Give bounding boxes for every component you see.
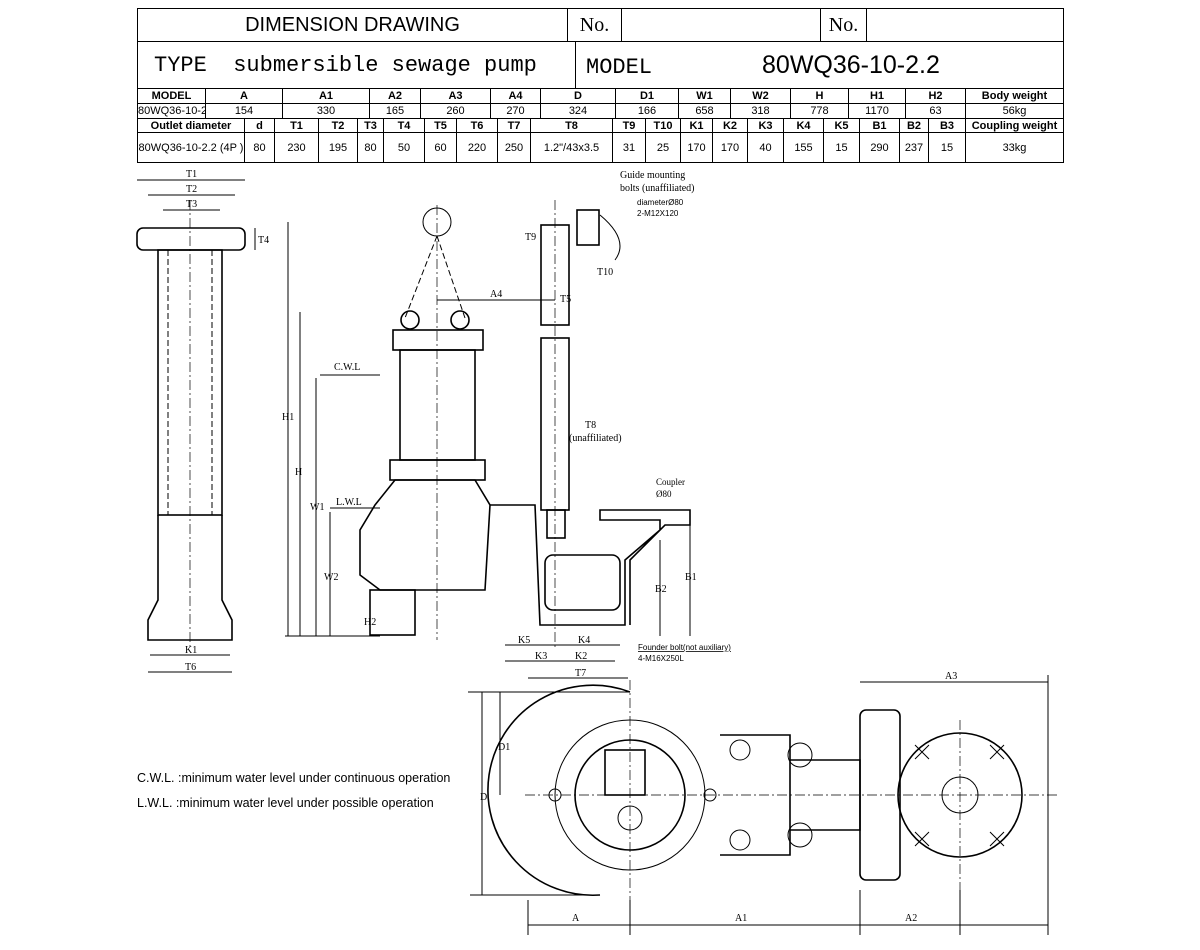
dim-label: T4 — [258, 235, 269, 246]
dim-label: T2 — [186, 184, 197, 195]
model-label: MODEL — [586, 54, 653, 80]
table-cell: 15 — [823, 132, 860, 163]
table-cell: 25 — [645, 132, 681, 163]
founder-note: 4-M16X250L — [638, 654, 684, 663]
dim-label: H1 — [282, 412, 294, 423]
dim-label: A2 — [905, 913, 917, 924]
dim-label: T5 — [560, 294, 571, 305]
side-view: T1 T2 T3 T4 K1 T6 — [136, 169, 269, 673]
table-cell: 1.2"/43x3.5 — [530, 132, 613, 163]
table-cell: 237 — [899, 132, 929, 163]
plan-view: D D1 A A1 A2 A3 — [468, 671, 1060, 935]
founder-note: Founder bolt(not auxiliary) — [638, 643, 731, 652]
no-label: No. — [567, 8, 622, 42]
dim-label: T3 — [186, 199, 197, 210]
column-header: Outlet diameter — [137, 118, 245, 133]
front-view: H1 H W1 W2 H2 C.W.L L.W.L A4 T5 T9 T10 T… — [282, 170, 731, 679]
column-header: B2 — [899, 118, 929, 133]
dim-label: T6 — [185, 662, 196, 673]
dim-label: T10 — [597, 267, 613, 278]
guide-note: Guide mounting — [620, 170, 685, 181]
column-header: Body weight — [965, 88, 1064, 104]
table-cell: 80 — [357, 132, 384, 163]
column-header: T7 — [497, 118, 531, 133]
guide-note: 2-M12X120 — [637, 209, 679, 218]
dim-label: T8 — [585, 420, 596, 431]
dim-label: W2 — [324, 572, 338, 583]
no-label: No. — [820, 8, 867, 42]
model-value: 80WQ36-10-2.2 — [762, 50, 940, 79]
dim-label: A — [572, 913, 580, 924]
table-cell: 31 — [612, 132, 646, 163]
dim-label: A1 — [735, 913, 747, 924]
cwl-label: C.W.L — [334, 362, 360, 373]
table-cell: 80 — [244, 132, 275, 163]
type-value: submersible sewage pump — [233, 52, 537, 78]
dim-label: K5 — [518, 635, 530, 646]
table-cell: 290 — [859, 132, 900, 163]
dim-label: A3 — [945, 671, 957, 682]
dim-label: K2 — [575, 651, 587, 662]
table-cell: 80WQ36-10-2.2 (4P ) — [137, 132, 245, 163]
table-cell: 195 — [318, 132, 358, 163]
table-row: 80WQ36-10-2.2(4P)15433016526027032416665… — [137, 103, 1064, 119]
dim-label: T9 — [525, 232, 536, 243]
table-cell: 33kg — [965, 132, 1064, 163]
table-cell: 250 — [497, 132, 531, 163]
dim-label: A4 — [490, 289, 502, 300]
dim-label: D1 — [498, 742, 510, 753]
type-label: TYPE — [154, 52, 207, 78]
dim-label: H — [295, 467, 302, 478]
lwl-note: L.W.L. :minimum water level under possib… — [137, 796, 434, 810]
dim-label: K1 — [185, 645, 197, 656]
column-header: K3 — [747, 118, 784, 133]
title-row: DIMENSION DRAWING No. No. — [137, 8, 1064, 42]
cwl-note: C.W.L. :minimum water level under contin… — [137, 771, 451, 785]
dim-label: W1 — [310, 502, 324, 513]
column-header: B1 — [859, 118, 900, 133]
drawing-title: DIMENSION DRAWING — [137, 8, 568, 42]
coupler-note: Coupler — [656, 477, 685, 487]
column-header: T1 — [274, 118, 319, 133]
dim-label: T1 — [186, 169, 197, 180]
guide-note: bolts (unaffiliated) — [620, 183, 695, 194]
guide-note: diameterØ80 — [637, 198, 684, 207]
dim-label: T7 — [575, 668, 586, 679]
dim-label: K4 — [578, 635, 590, 646]
coupler-note: Ø80 — [656, 489, 672, 499]
table-cell: 50 — [383, 132, 425, 163]
dim-label: B2 — [655, 584, 667, 595]
dim-label: D — [480, 792, 487, 803]
lwl-label: L.W.L — [336, 497, 362, 508]
table-cell: 230 — [274, 132, 319, 163]
table-cell: 40 — [747, 132, 784, 163]
type-cell: TYPE submersible sewage pump — [137, 41, 576, 89]
table-cell: 15 — [928, 132, 966, 163]
column-header: Coupling weight — [965, 118, 1064, 133]
dim-label: B1 — [685, 572, 697, 583]
table-cell: 60 — [424, 132, 457, 163]
dim-label: K3 — [535, 651, 547, 662]
dim-label: (unaffiliated) — [569, 433, 622, 444]
